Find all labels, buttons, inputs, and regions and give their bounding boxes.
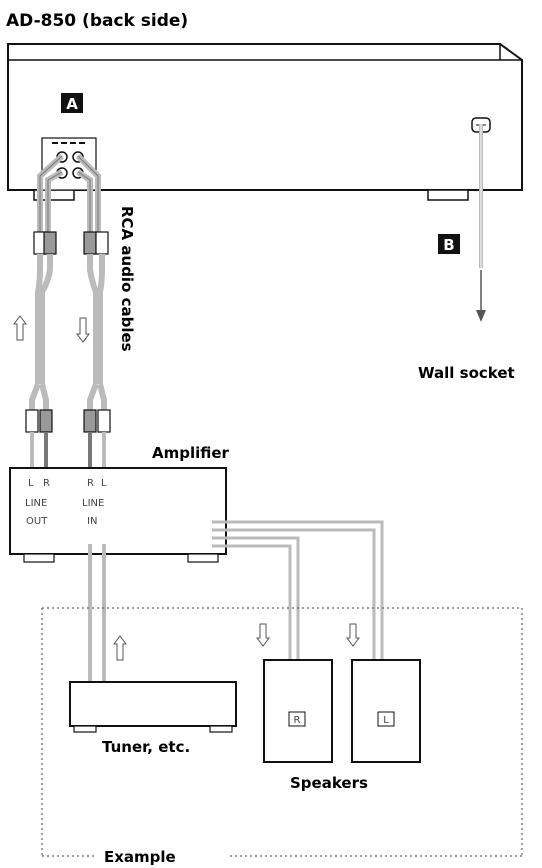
ad850-unit xyxy=(7,43,523,201)
line-out-right-label: R xyxy=(43,478,50,489)
rca-cables-label: RCA audio cables xyxy=(118,206,136,352)
line-out-label-1: LINE xyxy=(25,498,47,509)
line-out-label-2: OUT xyxy=(26,516,48,527)
tuner-wires xyxy=(88,544,106,694)
signal-arrow-up-icon xyxy=(13,315,27,341)
amplifier-unit xyxy=(9,467,227,563)
signal-arrow-down-icon xyxy=(76,317,90,343)
badge-b: B xyxy=(438,234,460,254)
speaker-right xyxy=(263,659,333,763)
svg-text:L: L xyxy=(383,715,389,726)
svg-text:A: A xyxy=(66,95,78,113)
arrow-down-icon xyxy=(476,270,486,322)
svg-text:R: R xyxy=(294,715,301,726)
unit-foot-right xyxy=(427,189,469,201)
tuner-label: Tuner, etc. xyxy=(102,738,190,756)
line-in-label-1: LINE xyxy=(82,498,104,509)
speaker-r-arrow-icon xyxy=(256,623,270,647)
wall-socket-label: Wall socket xyxy=(418,364,515,382)
tuner-unit xyxy=(69,681,237,733)
speaker-l-arrow-icon xyxy=(346,623,360,647)
badge-a: A xyxy=(61,93,83,113)
rca-cable-left xyxy=(25,153,65,470)
speaker-wires xyxy=(212,520,384,668)
line-out-left-label: L xyxy=(28,478,34,489)
example-label: Example xyxy=(104,848,176,866)
speakers-label: Speakers xyxy=(290,774,368,792)
example-region xyxy=(41,607,523,857)
speaker-l-badge: L xyxy=(377,711,395,727)
line-in-label-2: IN xyxy=(87,516,97,527)
svg-text:B: B xyxy=(443,236,454,254)
tuner-signal-arrow-icon xyxy=(113,635,127,661)
rca-cable-right xyxy=(75,153,111,470)
amp-foot-right xyxy=(187,553,219,563)
line-in-right-label: R xyxy=(87,478,94,489)
page-title: AD-850 (back side) xyxy=(6,11,188,31)
amplifier-label: Amplifier xyxy=(152,444,230,462)
amp-foot-left xyxy=(23,553,55,563)
line-in-left-label: L xyxy=(101,478,107,489)
speaker-left xyxy=(351,659,421,763)
speaker-r-badge: R xyxy=(288,711,306,727)
